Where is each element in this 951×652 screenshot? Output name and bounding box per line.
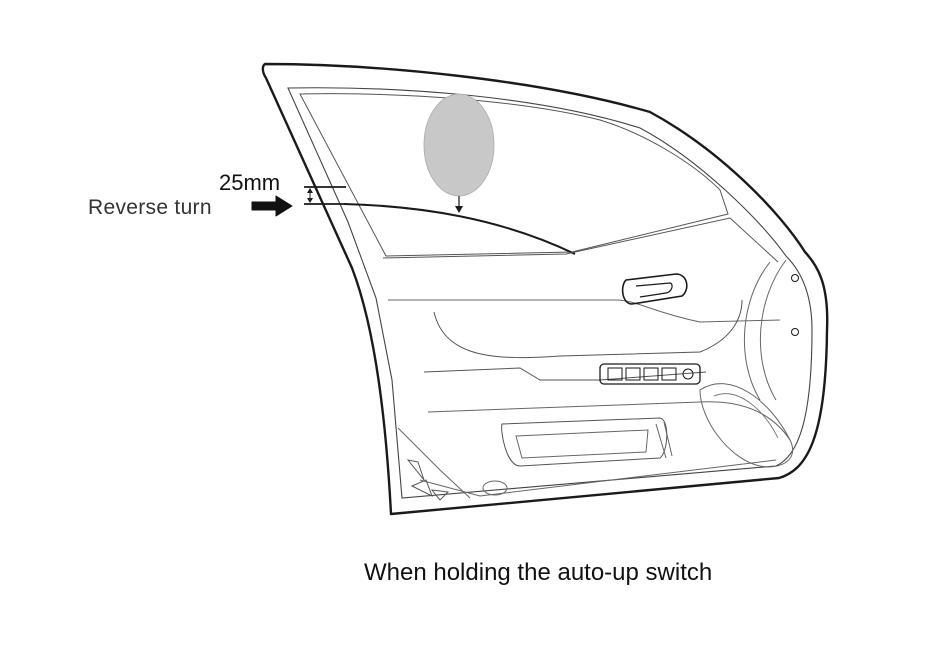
door-pocket-inner: [515, 429, 649, 459]
switch-3: [643, 367, 659, 381]
dim-arrowhead-up: [307, 188, 313, 193]
obstruction-ellipse-icon: [423, 93, 495, 197]
corner-vent-2: [410, 479, 433, 498]
corner-trim: [397, 427, 471, 499]
switch-4: [661, 367, 677, 381]
lower-pocket-light: [482, 480, 508, 496]
pocket-slats: [655, 421, 673, 459]
hinge-trim: [743, 259, 787, 401]
switch-panel: [599, 363, 701, 385]
dim-arrowhead-down: [307, 198, 313, 203]
lower-panel-line: [427, 401, 791, 441]
arrow-right-icon: [251, 195, 293, 217]
diagram-caption: When holding the auto-up switch: [364, 559, 713, 586]
speaker-grille-inner: [713, 393, 779, 439]
armrest-upper: [433, 299, 743, 359]
obstruction-pointer-head: [455, 206, 463, 213]
hinge-bolt-top: [791, 274, 799, 282]
switch-2: [625, 367, 641, 381]
switch-knob: [682, 368, 694, 380]
reverse-turn-label: Reverse turn: [88, 196, 212, 219]
speaker-grille: [699, 383, 794, 468]
armrest-lower: [423, 367, 707, 381]
window-glass-edge: [299, 93, 729, 257]
door-bottom-trim: [419, 459, 777, 497]
inner-door-handle-grip: [635, 282, 673, 298]
corner-vent-3: [430, 489, 450, 501]
hinge-bolt-bottom: [791, 328, 799, 336]
belt-line: [382, 217, 779, 263]
door-inner-frame: [287, 87, 813, 499]
door-outer-outline: [261, 62, 829, 516]
switch-1: [607, 367, 623, 381]
dimension-label: 25mm: [219, 170, 281, 195]
inner-door-handle: [621, 273, 688, 305]
upper-trim-panel: [388, 299, 781, 323]
window-glass-top: [343, 203, 576, 255]
corner-vent-1: [406, 459, 425, 481]
door-pocket: [501, 417, 668, 467]
